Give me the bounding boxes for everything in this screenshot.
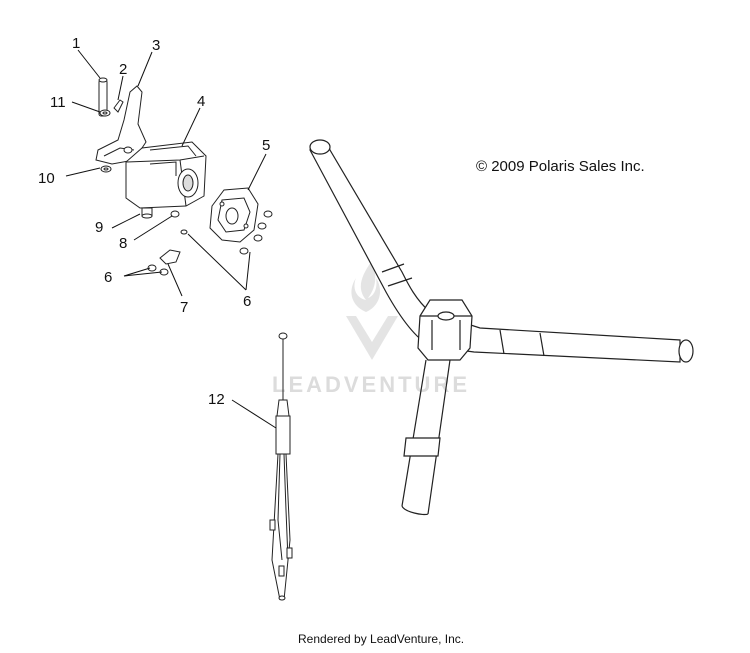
part-10-nut bbox=[100, 165, 112, 173]
part-6-screw-right bbox=[180, 229, 188, 235]
steering-column bbox=[401, 359, 451, 516]
callout-3: 3 bbox=[152, 37, 160, 54]
callout-2: 2 bbox=[119, 61, 127, 78]
watermark-logo-icon bbox=[346, 262, 398, 360]
part-4-housing bbox=[125, 141, 207, 209]
part-9-cap bbox=[141, 207, 153, 219]
callouts: 1 2 3 4 5 6 6 7 8 9 10 11 12 bbox=[38, 35, 270, 408]
callout-6-left: 6 bbox=[104, 269, 112, 286]
cover-screws bbox=[239, 210, 273, 255]
part-5-cover bbox=[209, 187, 259, 243]
callout-7: 7 bbox=[180, 299, 188, 316]
callout-4: 4 bbox=[197, 93, 205, 110]
part-8-screw bbox=[170, 210, 180, 218]
callout-8: 8 bbox=[119, 235, 127, 252]
footer-text: Rendered by LeadVenture, Inc. bbox=[298, 632, 464, 646]
callout-6-right: 6 bbox=[243, 293, 251, 310]
part-7-plate bbox=[159, 249, 181, 265]
part-2-clip bbox=[113, 99, 124, 113]
callout-11: 11 bbox=[50, 94, 66, 111]
part-3-lever bbox=[95, 85, 147, 165]
callout-12: 12 bbox=[208, 391, 225, 408]
handlebar-clamp bbox=[417, 299, 473, 361]
callout-5: 5 bbox=[262, 137, 270, 154]
callout-10: 10 bbox=[38, 170, 55, 187]
part-1-pin bbox=[98, 77, 108, 117]
watermark-text: LEADVENTURE bbox=[272, 372, 470, 397]
copyright-text: © 2009 Polaris Sales Inc. bbox=[476, 158, 645, 175]
part-12-cable bbox=[269, 332, 293, 601]
callout-9: 9 bbox=[95, 219, 103, 236]
part-11-washer bbox=[99, 109, 111, 117]
leader-lines bbox=[65, 49, 277, 429]
callout-1: 1 bbox=[72, 35, 80, 52]
